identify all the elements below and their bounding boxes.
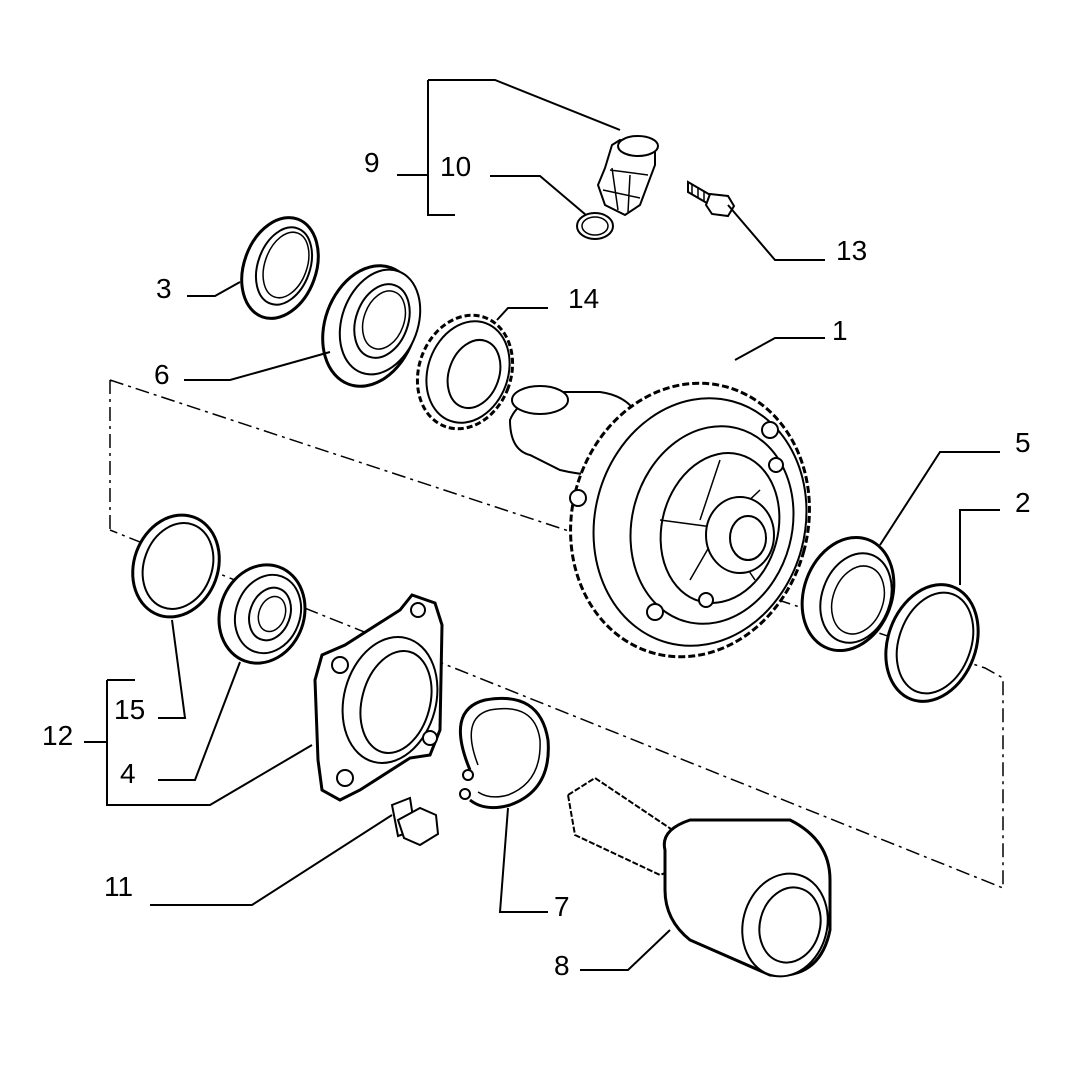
callout-2: 2 — [1015, 487, 1031, 518]
part-9-plug — [596, 135, 659, 217]
part-3-seal — [240, 216, 320, 320]
callout-14: 14 — [568, 283, 599, 314]
part-11-bolt — [390, 796, 440, 847]
callout-labels: 1 2 3 4 5 6 7 8 9 10 11 12 13 14 15 — [42, 147, 1031, 981]
part-5-bearing — [800, 535, 896, 653]
part-13-bolt — [687, 180, 736, 218]
callout-7: 7 — [554, 891, 570, 922]
callout-3: 3 — [156, 273, 172, 304]
part-2-shim — [884, 583, 980, 703]
part-10-o-ring — [576, 212, 614, 240]
part-15-shim — [131, 513, 221, 619]
callout-9: 9 — [364, 147, 380, 178]
part-14-gear — [415, 313, 515, 431]
part-7-circlip — [458, 696, 550, 810]
part-1-differential — [508, 381, 811, 659]
callout-11: 11 — [104, 871, 133, 902]
part-4-bearing — [217, 563, 307, 665]
part-6-bearing — [321, 264, 422, 388]
callout-4: 4 — [120, 758, 136, 789]
callout-5: 5 — [1015, 427, 1031, 458]
leader-lines — [84, 79, 1000, 971]
callout-12: 12 — [42, 720, 73, 751]
part-8-driveshaft — [566, 776, 832, 978]
callout-6: 6 — [154, 359, 170, 390]
part-12-flange — [313, 593, 444, 802]
callout-8: 8 — [554, 950, 570, 981]
callout-10: 10 — [440, 151, 471, 182]
callout-13: 13 — [836, 235, 867, 266]
callout-1: 1 — [832, 315, 848, 346]
callout-15: 15 — [114, 694, 145, 725]
